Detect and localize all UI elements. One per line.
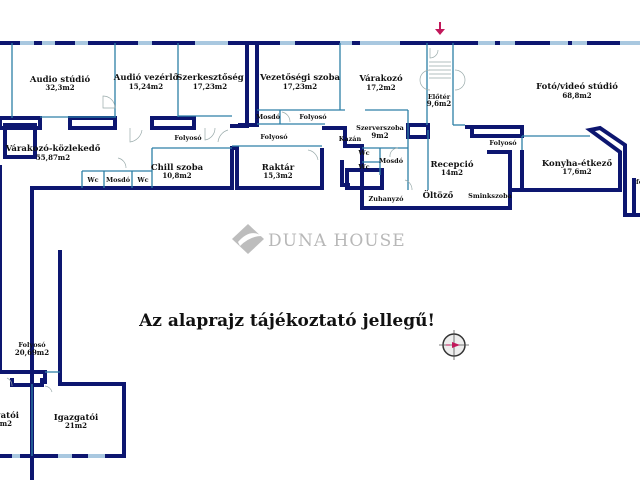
label: Zuhanyzó bbox=[369, 195, 405, 203]
room-name: Audio stúdió bbox=[29, 74, 91, 85]
room-area: 20,69m2 bbox=[15, 348, 49, 357]
room-name: Igazgatói bbox=[54, 412, 99, 423]
duna-house-logo-icon bbox=[232, 224, 264, 254]
room-area: 9m2 bbox=[371, 131, 388, 140]
room-name: Konyha-étkező bbox=[542, 158, 613, 169]
compass-icon bbox=[439, 330, 469, 360]
room-name: Igazgatói bbox=[0, 410, 20, 421]
room-name: Audió vezérlő bbox=[113, 72, 179, 83]
label: fo bbox=[636, 178, 640, 186]
room-name: Előtér bbox=[428, 92, 451, 101]
room-name: Várakozó-közlekedő bbox=[5, 143, 101, 154]
room-name: Fotó/videó stúdió bbox=[536, 81, 618, 92]
room-name: Chill szoba bbox=[151, 163, 204, 173]
partitions bbox=[11, 43, 590, 456]
room-area: 15,24m2 bbox=[129, 82, 163, 91]
label: Wc bbox=[86, 176, 98, 184]
room-area: 15,3m2 bbox=[263, 171, 292, 180]
room-area: 17,6m2 bbox=[562, 167, 591, 176]
room-area: 21m2 bbox=[65, 421, 87, 430]
room-name: Folyosó bbox=[18, 341, 46, 349]
watermark: DUNA HOUSE bbox=[268, 231, 406, 251]
room-labels: Audio stúdió 32,3m2 Audió vezérlő 15,24m… bbox=[0, 72, 618, 430]
label: Folyosó bbox=[260, 133, 288, 141]
label: Öltöző bbox=[423, 188, 454, 201]
label: Sminkszoba bbox=[468, 192, 513, 200]
entrance-arrow-icon bbox=[435, 22, 445, 35]
room-area: 55,87m2 bbox=[36, 153, 70, 162]
room-area: 68,8m2 bbox=[562, 91, 591, 100]
room-area: 17,23m2 bbox=[283, 82, 317, 91]
small-labels: Folyosó Folyosó Folyosó Mosdó Wc Mosdó W… bbox=[86, 113, 640, 203]
room-name: Szerverszoba bbox=[356, 124, 405, 132]
stairs bbox=[429, 61, 451, 79]
disclaimer-title: Az alaprajz tájékoztató jellegű! bbox=[138, 311, 435, 331]
room-area: 6m2 bbox=[0, 419, 12, 428]
label: Kazán bbox=[339, 135, 362, 143]
label: Mosdó bbox=[379, 157, 404, 165]
doors bbox=[6, 48, 466, 393]
label: Folyosó bbox=[299, 113, 327, 121]
label: Wc bbox=[357, 163, 369, 171]
label: Folyosó bbox=[489, 139, 517, 147]
room-area: 9,6m2 bbox=[427, 99, 452, 108]
room-area: 10,8m2 bbox=[162, 171, 191, 180]
room-name: Raktár bbox=[262, 162, 295, 173]
room-name: Recepció bbox=[430, 159, 473, 170]
label: Wc bbox=[136, 176, 148, 184]
label: Mosdó bbox=[106, 176, 131, 184]
room-area: 17,23m2 bbox=[193, 82, 227, 91]
label: Mosdó bbox=[256, 113, 281, 121]
walls bbox=[0, 41, 640, 480]
room-name: Várakozó bbox=[358, 73, 403, 84]
room-name: Vezetőségi szoba bbox=[259, 72, 341, 83]
room-area: 14m2 bbox=[441, 168, 463, 177]
room-area: 17,2m2 bbox=[366, 83, 395, 92]
label: Wc bbox=[357, 149, 369, 157]
room-area: 32,3m2 bbox=[45, 83, 74, 92]
label: Folyosó bbox=[174, 134, 202, 142]
room-name: Szerkesztőség bbox=[176, 72, 244, 83]
